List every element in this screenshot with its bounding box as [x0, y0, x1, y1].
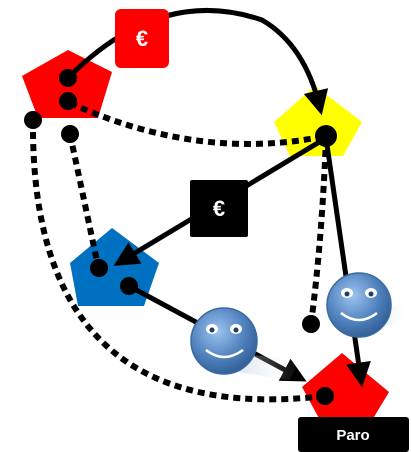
dotted-edge-redtop-blue	[67, 133, 101, 267]
solid-edge-yellow-redbottom	[323, 137, 371, 388]
euro-label-top-text: €	[136, 26, 148, 51]
connector-dot	[61, 125, 79, 143]
smiley-face-icon	[326, 272, 411, 338]
solid-edge-redtop-yellow	[66, 8, 329, 116]
connector-dot	[90, 259, 108, 277]
connector-dot	[24, 111, 42, 129]
connector-dot	[302, 315, 320, 333]
node-red-bottom	[302, 353, 389, 422]
paro-label: Paro	[298, 417, 409, 452]
connector-dot	[59, 69, 77, 87]
connector-dot	[315, 125, 337, 147]
connector-dot	[59, 92, 77, 110]
connector-dot	[120, 277, 138, 295]
euro-label-top: €	[115, 9, 169, 68]
euro-label-middle: €	[190, 180, 248, 237]
dotted-edge-redtop-redbottom	[29, 119, 326, 403]
paro-label-text: Paro	[336, 427, 369, 444]
dotted-edge-redtop-yellow	[68, 100, 327, 147]
smiley-face-icon	[190, 307, 300, 380]
euro-label-middle-text: €	[213, 196, 225, 221]
dotted-edge-yellow-redbottom	[308, 137, 329, 325]
connector-dot	[316, 387, 334, 405]
